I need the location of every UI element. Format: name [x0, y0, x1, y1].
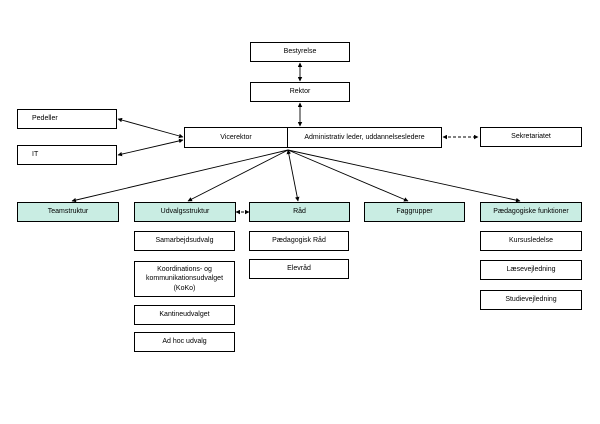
bestyrelse-label: Bestyrelse: [283, 48, 317, 56]
box-teamstruktur: Teamstruktur: [17, 202, 119, 222]
arrow-paedagogiske: [287, 149, 521, 203]
box-pedeller: Pedeller: [17, 109, 117, 129]
box-faggrupper: Faggrupper: [364, 202, 465, 222]
admin-cell: Administrativ leder, uddannelsesledere: [304, 133, 425, 141]
box-sekretariatet: Sekretariatet: [480, 127, 582, 147]
arrow-teamstruktur: [71, 149, 289, 203]
arrow-udvalgsstruktur: [187, 149, 289, 202]
box-it: IT: [17, 145, 117, 165]
box-raad-item: Elevråd: [249, 259, 349, 279]
vicerektor-cell: Vicerektor: [185, 128, 288, 147]
box-paed-item: Kursusledelse: [480, 231, 582, 251]
pedeller-label: Pedeller: [32, 115, 58, 123]
arrow-pedeller: [117, 117, 184, 139]
box-raad-item: Pædagogisk Råd: [249, 231, 349, 251]
box-paed-item: Studievejledning: [480, 290, 582, 310]
box-udvalg-item: Kantineudvalget: [134, 305, 235, 325]
arrow-it: [117, 138, 184, 157]
it-label: IT: [32, 151, 39, 159]
box-raad: Råd: [249, 202, 350, 222]
box-udvalgsstruktur: Udvalgsstruktur: [134, 202, 236, 222]
box-bestyrelse: Bestyrelse: [250, 42, 350, 62]
sekretariatet-label: Sekretariatet: [511, 133, 551, 141]
arrow-raad: [286, 149, 300, 202]
arrow-faggrupper: [287, 149, 409, 202]
rektor-label: Rektor: [289, 88, 311, 96]
box-udvalg-item: Koordinations- og kommunikationsudvalget…: [134, 261, 235, 297]
box-udvalg-item: Samarbejdsudvalg: [134, 231, 235, 251]
box-udvalg-item: Ad hoc udvalg: [134, 332, 235, 352]
box-paed-item: Læsevejledning: [480, 260, 582, 280]
box-paedagogiske-funktioner: Pædagogiske funktioner: [480, 202, 582, 222]
box-rektor: Rektor: [250, 82, 350, 102]
box-vicerektor-admin: Vicerektor Administrativ leder, uddannel…: [184, 127, 442, 148]
